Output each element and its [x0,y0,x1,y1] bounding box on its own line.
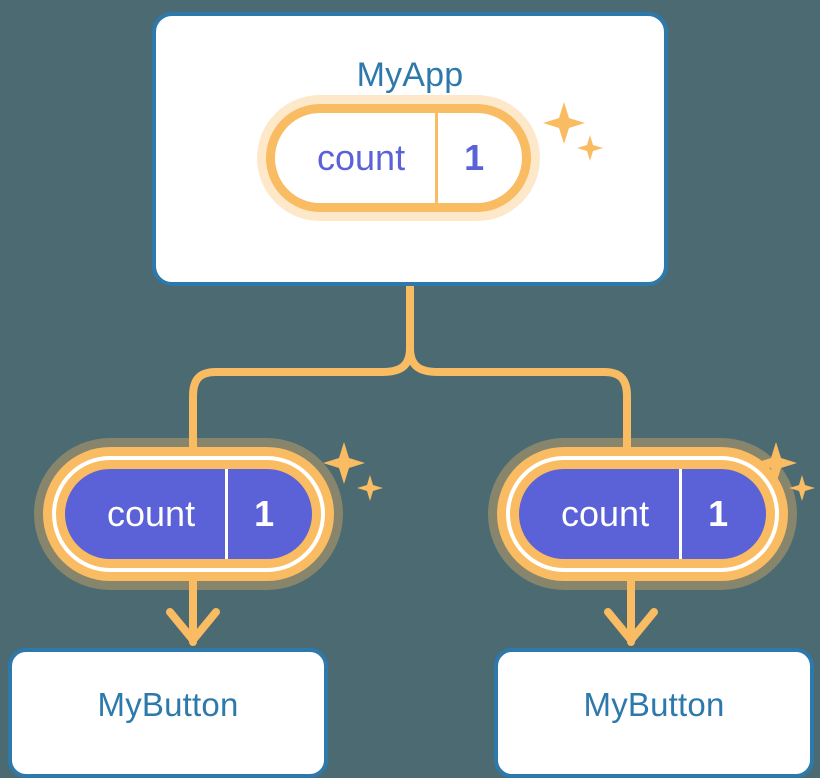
right-state-divider [679,469,683,559]
connector-branch-right [406,344,631,472]
connector-branch-left [189,344,414,472]
right-state-pill[interactable]: count 1 [510,460,776,568]
myapp-state-divider [435,113,439,203]
right-state-value: 1 [708,493,729,534]
left-state-pill-wrapper: count 1 [56,460,322,568]
myapp-state-pill-wrapper: count 1 [266,104,532,212]
arrow-head-right-icon [604,608,658,644]
mybutton-card-right[interactable]: MyButton [494,648,814,778]
right-state-pill-wrapper: count 1 [510,460,776,568]
myapp-state-key: count [317,137,406,178]
myapp-state-pill[interactable]: count 1 [266,104,532,212]
left-state-divider [225,469,229,559]
myapp-state-value: 1 [464,137,485,178]
mybutton-card-right-title: MyButton [583,686,725,723]
left-state-pill[interactable]: count 1 [56,460,322,568]
left-state-value: 1 [254,493,275,534]
right-state-key: count [561,493,650,534]
sparkle-icon [323,442,383,501]
left-state-key: count [107,493,196,534]
mybutton-card-left-title: MyButton [97,686,239,723]
mybutton-card-left[interactable]: MyButton [8,648,328,778]
arrow-head-left-icon [166,608,220,644]
myapp-card-title: MyApp [356,56,464,94]
